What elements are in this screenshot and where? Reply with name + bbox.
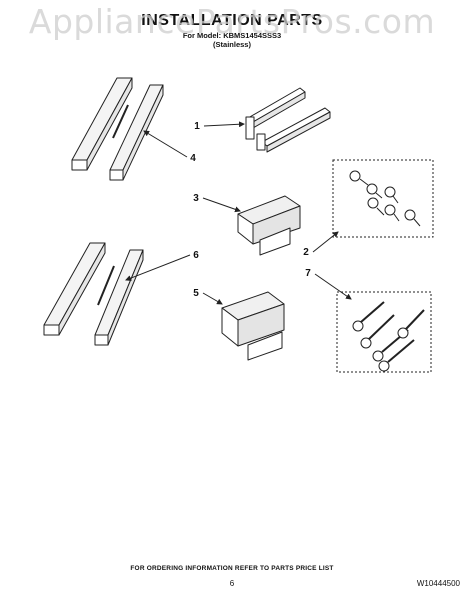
variant-line: (Stainless) [213, 40, 251, 49]
part-7-screw-bag [336, 291, 432, 373]
watermark: AppliancePartsPros.com [28, 2, 436, 41]
callout-5: 5 [193, 288, 199, 299]
page-title: INSTALLATION PARTS [141, 12, 323, 29]
part-4-trim-strips [71, 77, 164, 181]
page-number: 6 [229, 579, 235, 588]
part-2-screw-bag [332, 159, 434, 238]
document-number: W10444500 [416, 579, 460, 588]
callout-4: 4 [190, 153, 196, 164]
part-3-bracket [237, 195, 301, 256]
callout-2: 2 [303, 247, 309, 258]
callout-7: 7 [305, 268, 311, 279]
model-line: For Model: KBMS1454SSS3 [182, 31, 282, 40]
callout-6: 6 [193, 250, 199, 261]
part-6-trim-strips [43, 242, 144, 346]
part-1-bracket [245, 87, 331, 153]
callout-1: 1 [194, 121, 200, 132]
part-5-bracket [221, 291, 285, 361]
callout-3: 3 [193, 193, 199, 204]
ordering-note: FOR ORDERING INFORMATION REFER TO PARTS … [130, 565, 334, 572]
